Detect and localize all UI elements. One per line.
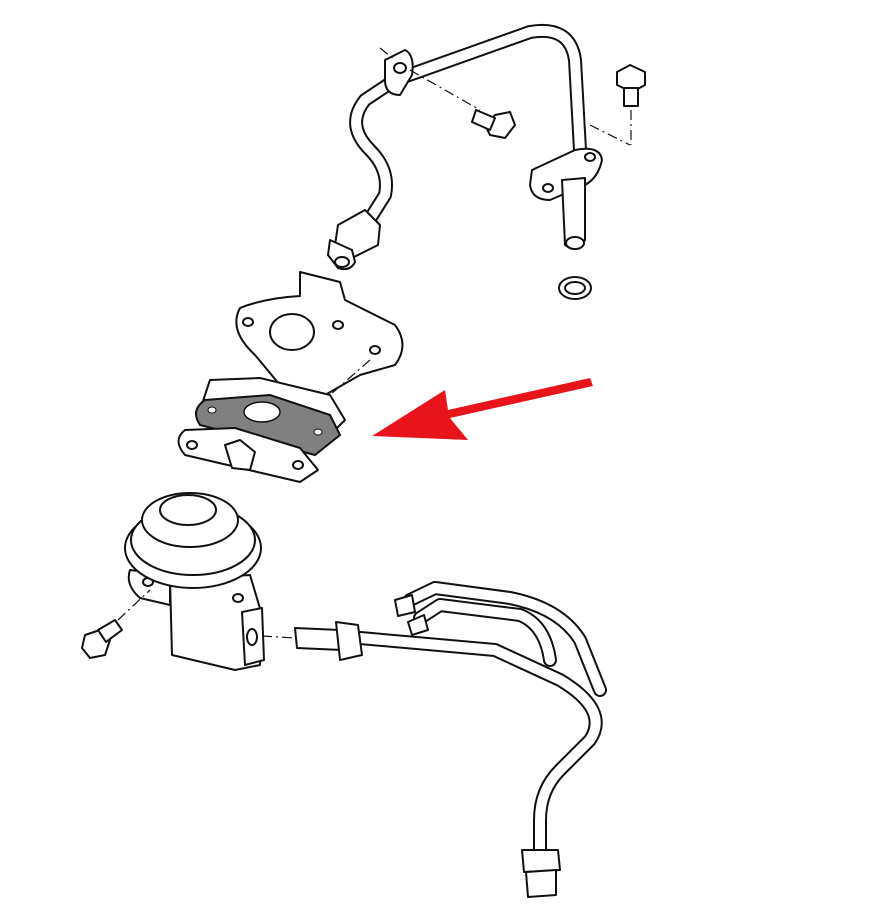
lower-pipe — [261, 581, 607, 898]
egr-valve — [124, 492, 265, 671]
highlight-arrow — [372, 378, 593, 440]
bolt-top-right — [616, 64, 646, 145]
centerline — [589, 124, 631, 146]
bolt-left — [81, 589, 151, 659]
centerline — [379, 47, 396, 61]
gasket-front — [177, 427, 319, 483]
upper-pipe — [327, 23, 603, 271]
o-ring — [558, 276, 592, 300]
gasket-highlighted — [195, 393, 342, 457]
egr-flange-plate — [235, 271, 404, 396]
bolt-middle — [409, 69, 516, 139]
